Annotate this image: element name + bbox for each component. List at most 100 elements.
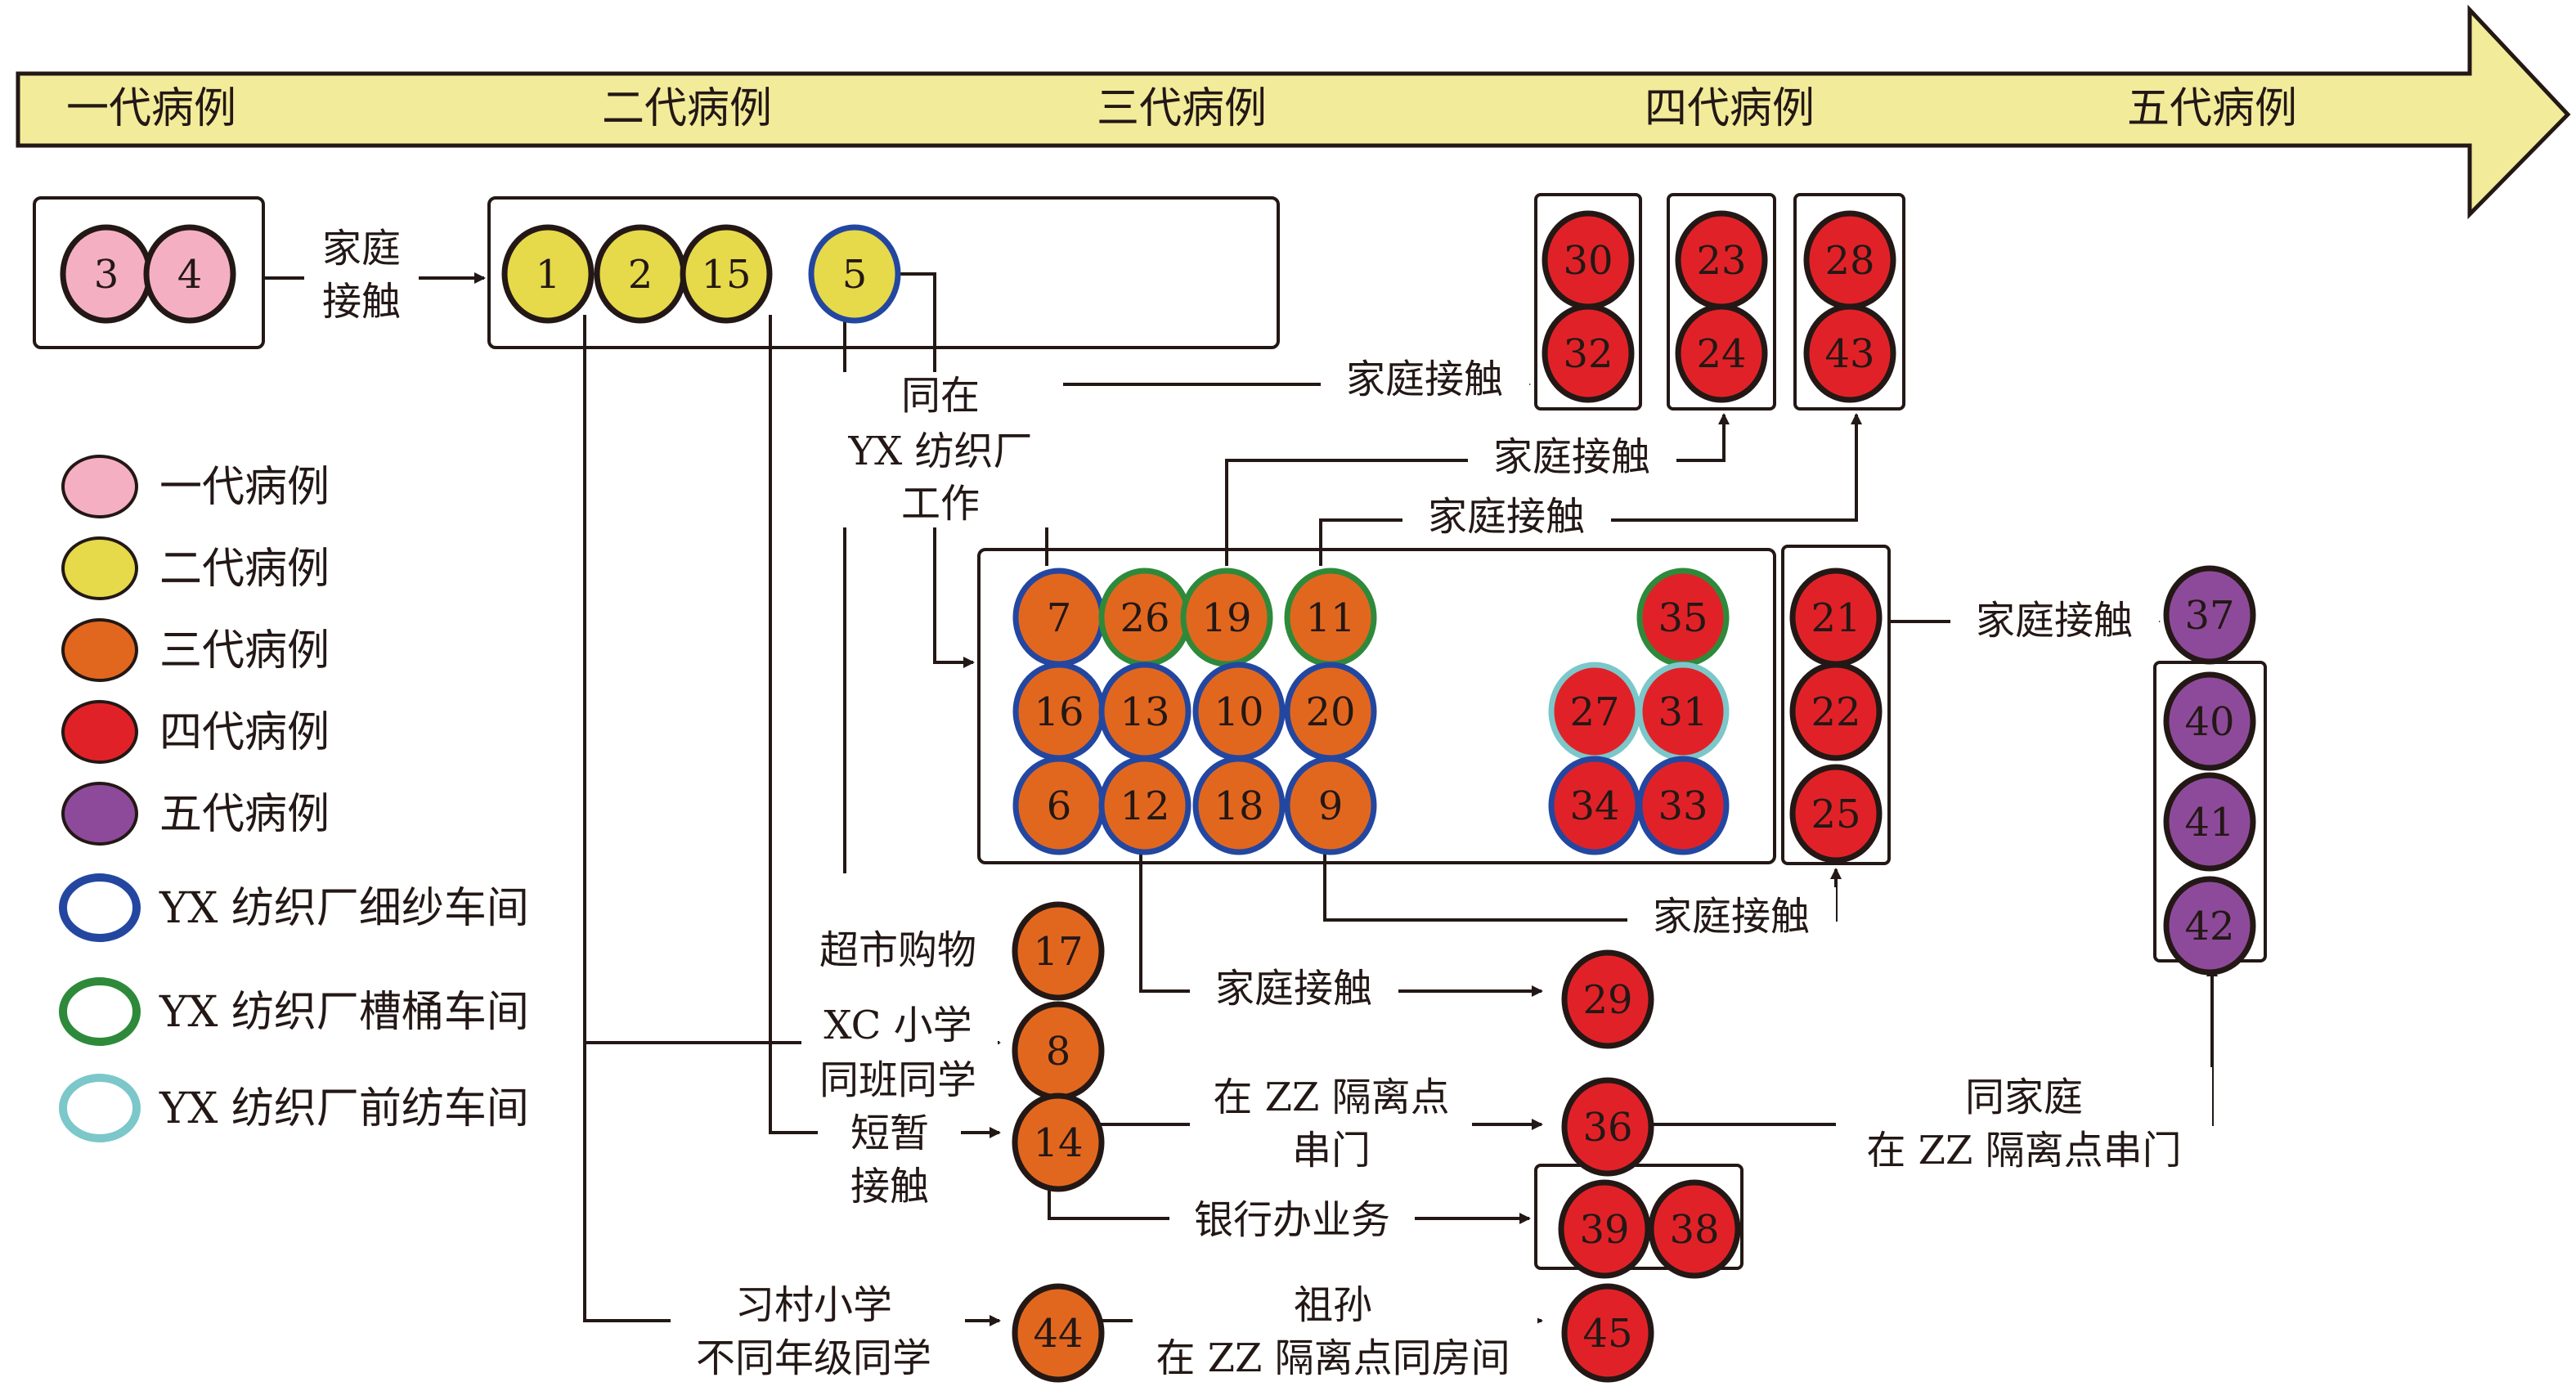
case-node-11: 11 xyxy=(1284,568,1377,667)
case-number-1: 1 xyxy=(536,252,561,298)
case-number-25: 25 xyxy=(1811,792,1860,837)
case-node-45: 45 xyxy=(1561,1283,1654,1383)
case-node-38: 38 xyxy=(1648,1179,1741,1279)
case-number-27: 27 xyxy=(1569,689,1619,735)
case-node-44: 44 xyxy=(1012,1283,1105,1383)
legend-item-3: 三代病例 xyxy=(61,618,330,682)
legend-item-2: 二代病例 xyxy=(61,536,330,600)
case-node-2: 2 xyxy=(594,224,687,324)
case-circle-45 xyxy=(1561,1283,1654,1383)
case-number-37: 37 xyxy=(2184,593,2234,639)
case-circle-36 xyxy=(1561,1077,1654,1177)
edge-label-supermarket: 超市购物 xyxy=(819,927,976,973)
case-node-32: 32 xyxy=(1542,303,1635,403)
generation-timeline: 一代病例 二代病例 三代病例 四代病例 五代病例 xyxy=(16,4,2571,220)
case-circle-17 xyxy=(1012,901,1105,1001)
case-node-40: 40 xyxy=(2163,671,2256,771)
case-number-33: 33 xyxy=(1658,783,1708,829)
edge-label-xc-school-a: XC 小学 xyxy=(824,1003,972,1048)
edge-label-xc-school-b: 同班同学 xyxy=(819,1057,976,1103)
case-node-42: 42 xyxy=(2163,876,2256,976)
case-circle-32 xyxy=(1542,303,1635,403)
legend-swatch-3 xyxy=(61,618,138,682)
case-node-27: 27 xyxy=(1548,662,1641,761)
case-node-8: 8 xyxy=(1012,1001,1105,1101)
case-number-44: 44 xyxy=(1033,1311,1083,1357)
generation-label-1: 一代病例 xyxy=(66,84,236,133)
edge-label-brief-b: 接触 xyxy=(850,1164,929,1209)
case-node-19: 19 xyxy=(1180,568,1273,667)
legend-swatch-8 xyxy=(59,1074,141,1142)
case-number-36: 36 xyxy=(1582,1105,1632,1151)
case-node-6: 6 xyxy=(1012,756,1106,855)
edge-label-grandparent-a: 祖孙 xyxy=(1294,1282,1372,1328)
case-circle-44 xyxy=(1012,1283,1105,1383)
case-node-36: 36 xyxy=(1561,1077,1654,1177)
edge-label-family-21: 家庭接触 xyxy=(1653,894,1810,940)
case-number-15: 15 xyxy=(701,252,751,298)
case-node-20: 20 xyxy=(1284,662,1377,761)
case-circle-4 xyxy=(143,224,236,324)
case-node-4: 4 xyxy=(143,224,236,324)
case-node-1: 1 xyxy=(501,224,595,324)
edge-label-xicun-b: 不同年级同学 xyxy=(696,1335,931,1381)
case-number-16: 16 xyxy=(1034,689,1084,735)
case-node-26: 26 xyxy=(1098,568,1192,667)
group-box-28-43 xyxy=(1793,193,1905,411)
edge-labels: 家庭 接触 同在 YX 纺织厂 工作 家庭接触 家庭接触 家庭接触 家庭接触 家… xyxy=(304,221,2212,1386)
case-circle-14 xyxy=(1012,1093,1105,1192)
case-node-21: 21 xyxy=(1789,568,1883,667)
case-node-41: 41 xyxy=(2163,772,2256,872)
case-number-20: 20 xyxy=(1305,689,1355,735)
case-circle-39 xyxy=(1558,1179,1651,1279)
case-node-10: 10 xyxy=(1192,662,1286,761)
case-node-16: 16 xyxy=(1012,662,1106,761)
case-circle-41 xyxy=(2163,772,2256,872)
legend-label-3: 三代病例 xyxy=(159,626,330,675)
case-node-18: 18 xyxy=(1192,756,1286,855)
case-circle-37 xyxy=(2163,565,2256,665)
case-circle-22 xyxy=(1789,662,1883,761)
case-number-42: 42 xyxy=(2184,904,2234,949)
legend-label-5: 五代病例 xyxy=(159,790,330,839)
case-number-45: 45 xyxy=(1582,1311,1632,1357)
case-circle-5 xyxy=(808,224,901,324)
case-number-34: 34 xyxy=(1569,783,1619,829)
case-number-19: 19 xyxy=(1201,595,1251,641)
group-box-23-24 xyxy=(1667,193,1776,411)
case-circle-9 xyxy=(1284,756,1377,855)
legend-swatch-1 xyxy=(61,455,138,518)
edge-label-family-1a: 家庭 xyxy=(322,226,401,271)
case-number-9: 9 xyxy=(1318,783,1344,829)
edge-label-brief-a: 短暂 xyxy=(850,1111,929,1156)
case-number-38: 38 xyxy=(1669,1207,1719,1253)
case-node-30: 30 xyxy=(1542,210,1635,310)
case-number-12: 12 xyxy=(1120,783,1169,829)
legend-item-5: 五代病例 xyxy=(61,782,330,846)
case-node-15: 15 xyxy=(680,224,773,324)
legend-label-2: 二代病例 xyxy=(159,545,330,594)
case-node-43: 43 xyxy=(1803,303,1896,403)
case-node-17: 17 xyxy=(1012,901,1105,1001)
legend-label-1: 一代病例 xyxy=(159,463,330,512)
case-node-7: 7 xyxy=(1012,568,1106,667)
group-box-39-38 xyxy=(1534,1164,1744,1270)
case-number-43: 43 xyxy=(1824,331,1874,377)
case-number-39: 39 xyxy=(1579,1207,1629,1253)
edge-label-grandparent-b: 在 ZZ 隔离点同房间 xyxy=(1156,1335,1510,1381)
case-node-22: 22 xyxy=(1789,662,1883,761)
case-node-39: 39 xyxy=(1558,1179,1651,1279)
generation-label-4: 四代病例 xyxy=(1645,84,1815,133)
edge-label-same-factory-c: 工作 xyxy=(901,481,980,527)
case-number-40: 40 xyxy=(2184,699,2234,745)
edge-label-zz-visit-a: 在 ZZ 隔离点 xyxy=(1213,1075,1449,1120)
legend-label-4: 四代病例 xyxy=(159,708,330,757)
group-box-gen2 xyxy=(487,196,1280,349)
case-number-8: 8 xyxy=(1046,1029,1071,1075)
case-node-12: 12 xyxy=(1098,756,1192,855)
case-circle-18 xyxy=(1192,756,1286,855)
case-circle-25 xyxy=(1789,764,1883,864)
case-circle-15 xyxy=(680,224,773,324)
